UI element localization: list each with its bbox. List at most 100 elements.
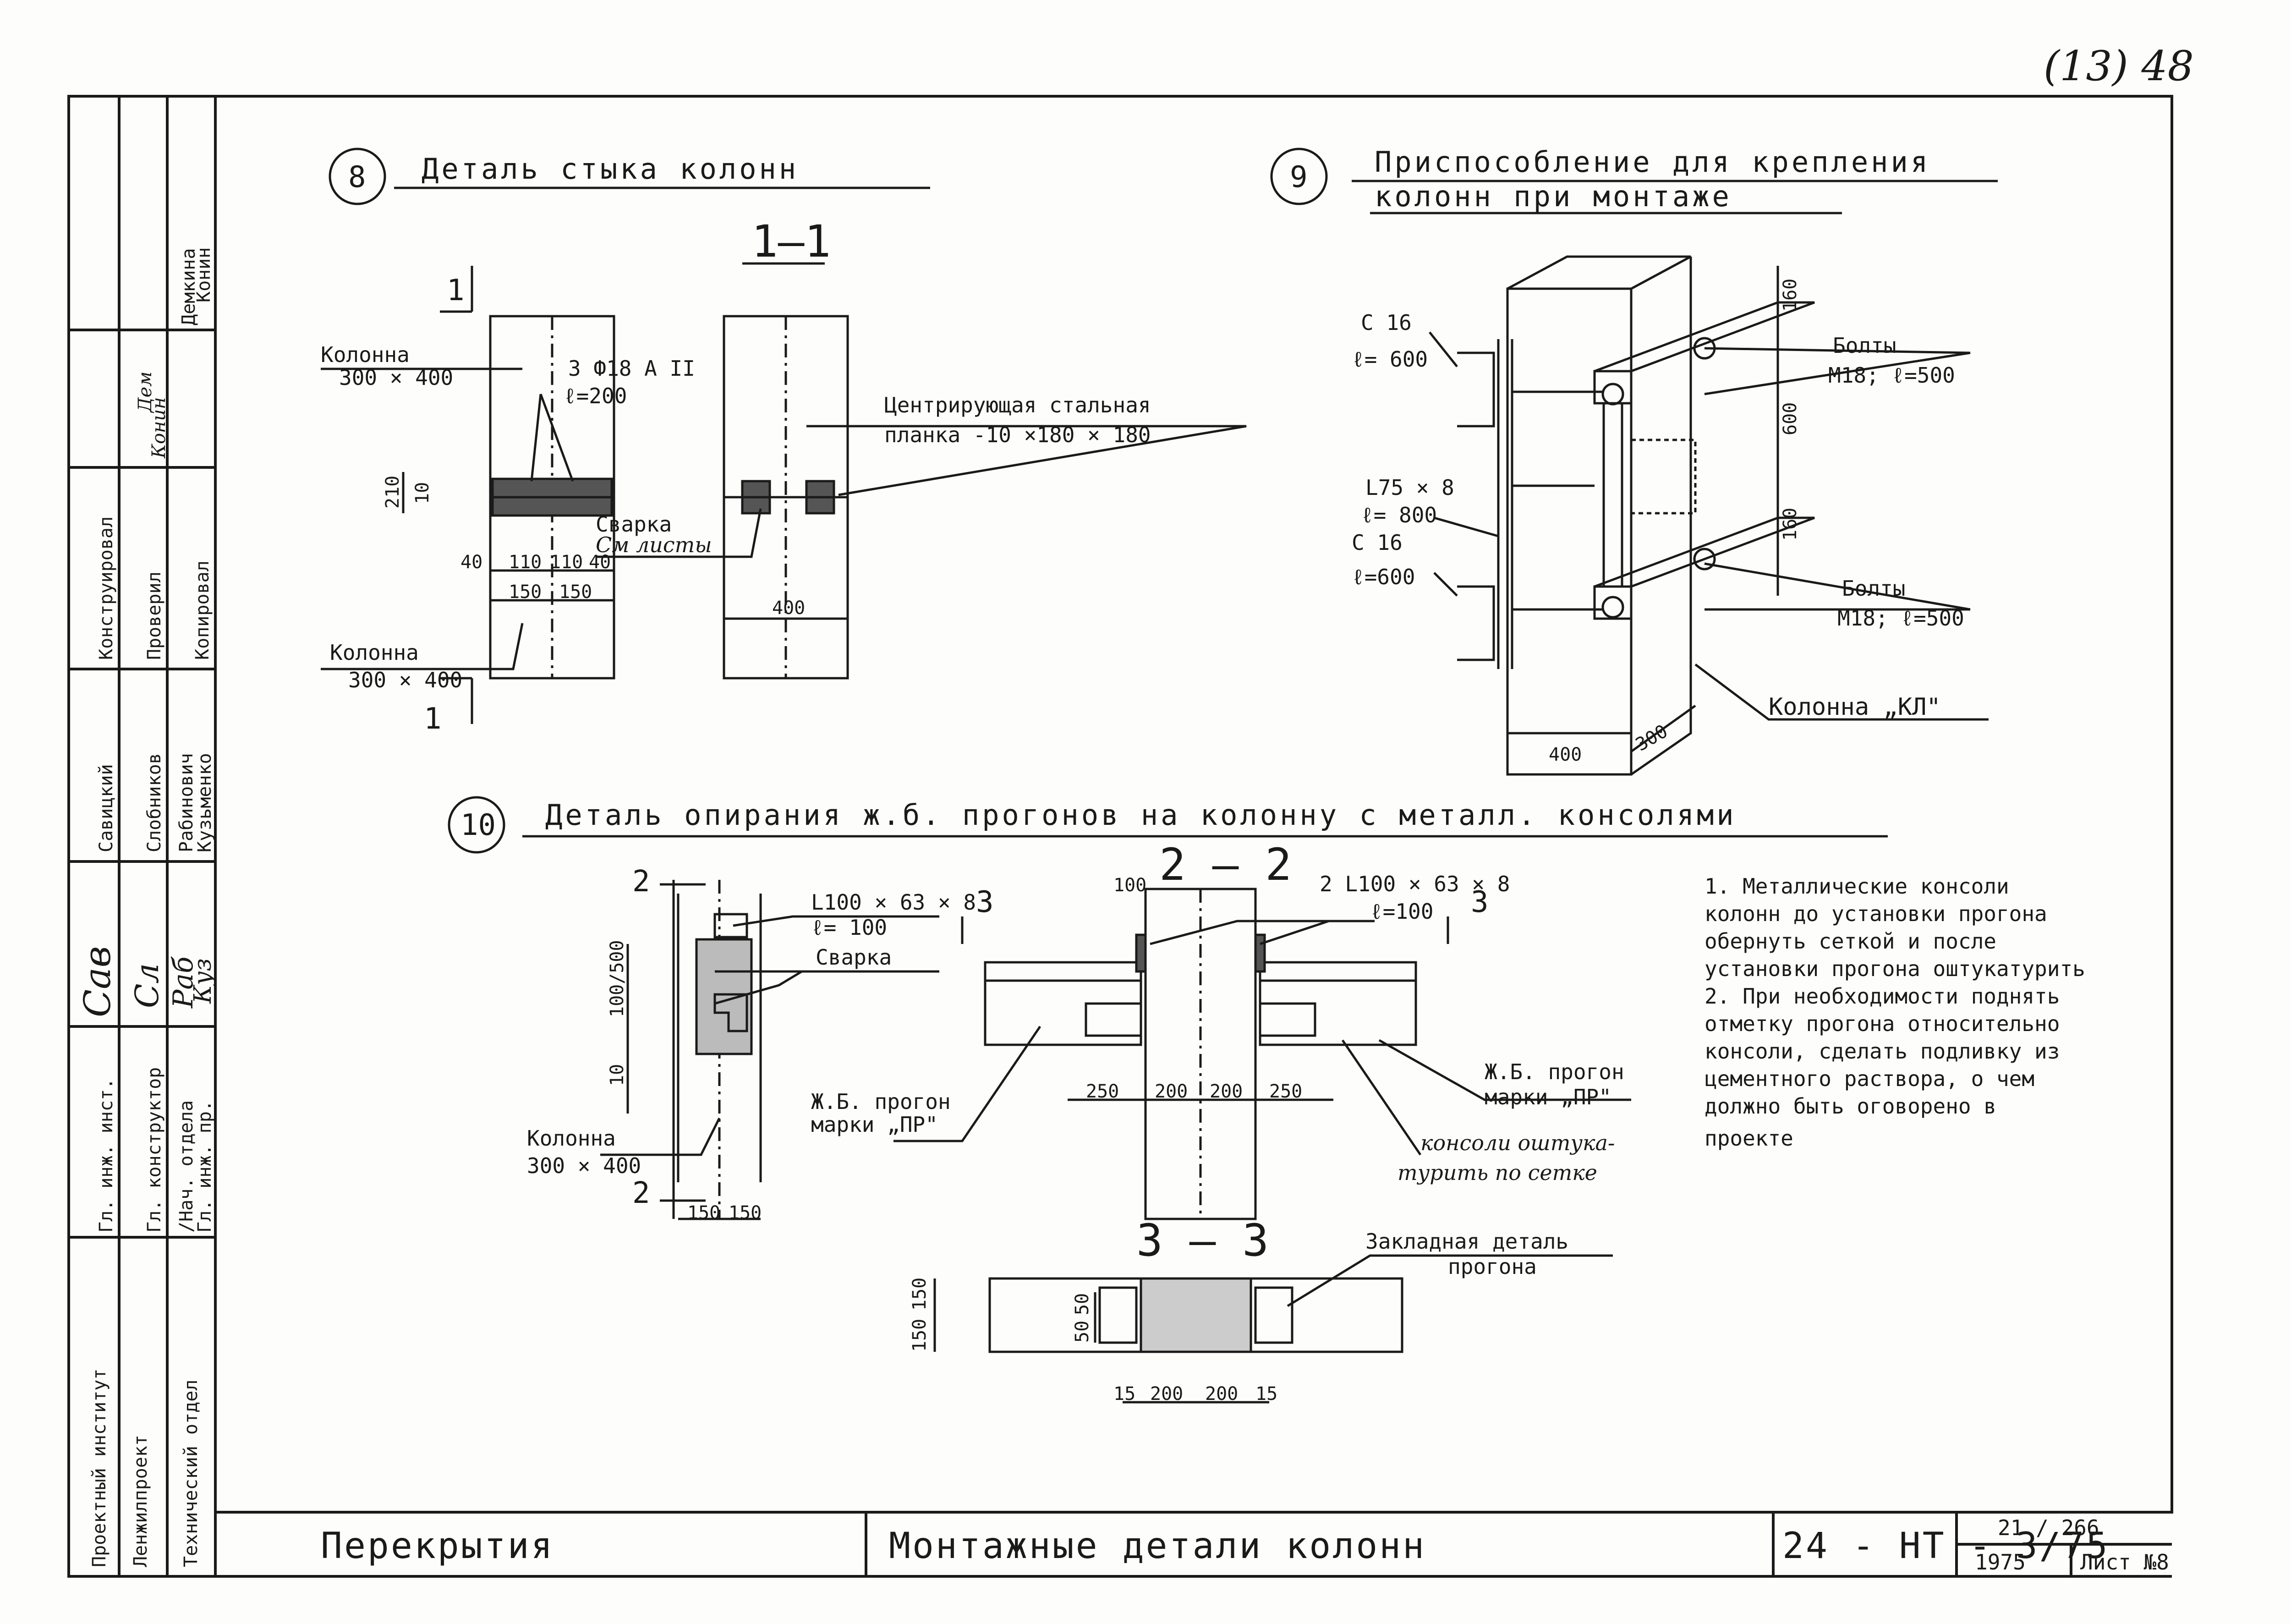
side-sign-rabinovich: Раб	[167, 956, 199, 1009]
angle-length: ℓ= 800	[1361, 503, 1437, 527]
tb-section: Перекрытия	[321, 1525, 554, 1567]
side-sign-konin: Конин	[148, 397, 170, 459]
dim-10: 10	[412, 482, 433, 504]
section-1-1-label: 1–1	[751, 216, 831, 267]
dim-150-v1: 150	[909, 1319, 930, 1352]
side-org-line2: Ленжилпроект	[130, 1435, 151, 1567]
side-role-designed: Конструировал	[96, 516, 117, 660]
note-line-8: цементного раствора, о чем	[1705, 1066, 2034, 1091]
detail-9: 9 Приспособление для крепления колонн пр…	[1270, 145, 1998, 776]
tb-album: 21 / 266	[1998, 1515, 2099, 1540]
column-bottom-label: Колонна	[330, 640, 419, 665]
beam-left-mark: марки „ПР"	[811, 1112, 938, 1137]
rebar-length: ℓ=200	[564, 384, 627, 408]
section-mark-bottom: 1	[424, 702, 442, 736]
dim-150-a: 150	[509, 582, 542, 603]
tb-year: 1975	[1975, 1550, 2026, 1575]
side-department: Технический отдел	[181, 1380, 202, 1567]
column-bottom-size: 300 × 400	[348, 668, 462, 692]
dim-600: 600	[1780, 402, 1801, 435]
column-10-size: 300 × 400	[527, 1153, 641, 1178]
bolts-top-label: Болты	[1833, 333, 1896, 358]
corner-mark: (13) 48	[2044, 42, 2194, 90]
dim-250-left: 250	[1086, 1081, 1119, 1102]
detail-10-title: Деталь опирания ж.б. прогонов на колонну…	[545, 798, 1737, 832]
dim-15-l: 15	[1113, 1383, 1135, 1405]
plaster-note-2: турить по сетке	[1398, 1160, 1597, 1185]
angle-left-size: L100 × 63 × 8	[811, 890, 976, 915]
side-role-checked: Проверил	[144, 571, 165, 660]
dim-200-r: 200	[1210, 1081, 1243, 1102]
note-line-2: колонн до установки прогона	[1705, 901, 2047, 926]
dim-40-right: 40	[589, 552, 611, 573]
dim-400: 400	[772, 598, 805, 619]
section-2-2-label: 2 – 2	[1159, 839, 1292, 890]
dim-160-bottom: 160	[1780, 508, 1801, 541]
dim-110-a: 110	[509, 552, 542, 573]
side-role-proj-eng: Гл. инж. пр.	[194, 1100, 215, 1233]
tb-sheet-no: Лист №8	[2080, 1550, 2169, 1575]
welding-ref: См листы	[596, 532, 712, 557]
channel-bottom-length: ℓ=600	[1352, 565, 1415, 589]
column-isometric	[1506, 287, 1633, 776]
dim-110-b: 110	[550, 552, 583, 573]
side-sign-savitsky: Сав	[76, 946, 119, 1017]
channel-bottom	[1457, 585, 1495, 661]
rebar-label: 3 Ф18 А II	[568, 356, 695, 381]
detail-9-circle	[1270, 148, 1328, 205]
detail-10-circle	[448, 796, 505, 854]
console-hatch-left	[695, 938, 753, 1055]
detail-9-number: 9	[1290, 160, 1308, 194]
dim-150-v2: 150	[909, 1278, 930, 1311]
dim-150-l1: 150	[687, 1202, 720, 1223]
plate-label: Центрирующая стальная	[884, 393, 1151, 417]
note-line-5: 2. При необходимости поднять	[1705, 984, 2060, 1009]
dim-150-b: 150	[559, 582, 592, 603]
note-line-6: отметку прогона относительно	[1705, 1011, 2060, 1036]
channel-top-length: ℓ= 600	[1352, 347, 1428, 372]
dim-40-left: 40	[460, 552, 482, 573]
column-10-label: Колонна	[527, 1126, 616, 1151]
notes: 1. Металлические консоли колонн до устан…	[1705, 874, 2085, 1151]
column-kl-label: Колонна „КЛ"	[1769, 693, 1941, 721]
side-name-slobnikov: Слобников	[144, 753, 165, 852]
dim-150-l2: 150	[729, 1202, 762, 1223]
side-role-chief-eng: Гл. инж. инст.	[96, 1078, 117, 1233]
plate-size: планка -10 ×180 × 180	[884, 422, 1151, 447]
note-line-4: установки прогона оштукатурить	[1705, 956, 2085, 981]
embedded-label: Закладная деталь	[1365, 1229, 1568, 1254]
dim-15-r: 15	[1255, 1383, 1277, 1405]
section-3-mark-right: 3	[1471, 885, 1489, 919]
side-name-kuzmenko: Кузьменко	[194, 753, 215, 852]
welding-label-10: Сварка	[816, 945, 892, 970]
side-name-savitsky: Савицкий	[96, 764, 117, 852]
dim-100-500: 100/500	[607, 940, 628, 1017]
dim-100-top: 100	[1113, 875, 1146, 896]
note-line-3: обернуть сеткой и после	[1705, 929, 1996, 954]
column-top-label: Колонна	[321, 342, 410, 367]
side-org-line1: Проектный институт	[89, 1369, 110, 1567]
note-line-10: проекте	[1705, 1126, 1793, 1151]
angle-left-length: ℓ= 100	[811, 915, 887, 940]
side-role-dept-head: /Нач. отдела	[176, 1100, 197, 1233]
dim-200-l: 200	[1155, 1081, 1188, 1102]
beam-right-label: Ж.Б. прогон	[1485, 1059, 1624, 1084]
side-name-demkina: Демкина	[178, 248, 199, 325]
plaster-note-1: консоли оштука-	[1420, 1130, 1615, 1155]
section-3-3-label: 3 – 3	[1136, 1215, 1269, 1266]
side-sign-slobnikov: Сл	[128, 963, 166, 1008]
welding-label: Сварка	[596, 512, 672, 537]
detail-9-title-line2: колонн при монтаже	[1375, 180, 1732, 213]
detail-9-title-line1: Приспособление для крепления	[1375, 145, 1930, 179]
dim-200-3l: 200	[1150, 1383, 1183, 1405]
dim-160-top: 160	[1780, 279, 1801, 312]
side-name-konin: Конин	[193, 247, 214, 302]
beam-left-label: Ж.Б. прогон	[811, 1089, 951, 1114]
channel-top-label: С 16	[1361, 310, 1412, 335]
section-2-mark-top: 2	[632, 865, 650, 899]
channel-top	[1457, 351, 1495, 428]
dim-50-v1: 50	[1072, 1321, 1093, 1343]
dim-250-right: 250	[1269, 1081, 1302, 1102]
side-role-copied: Копировал	[192, 560, 213, 660]
